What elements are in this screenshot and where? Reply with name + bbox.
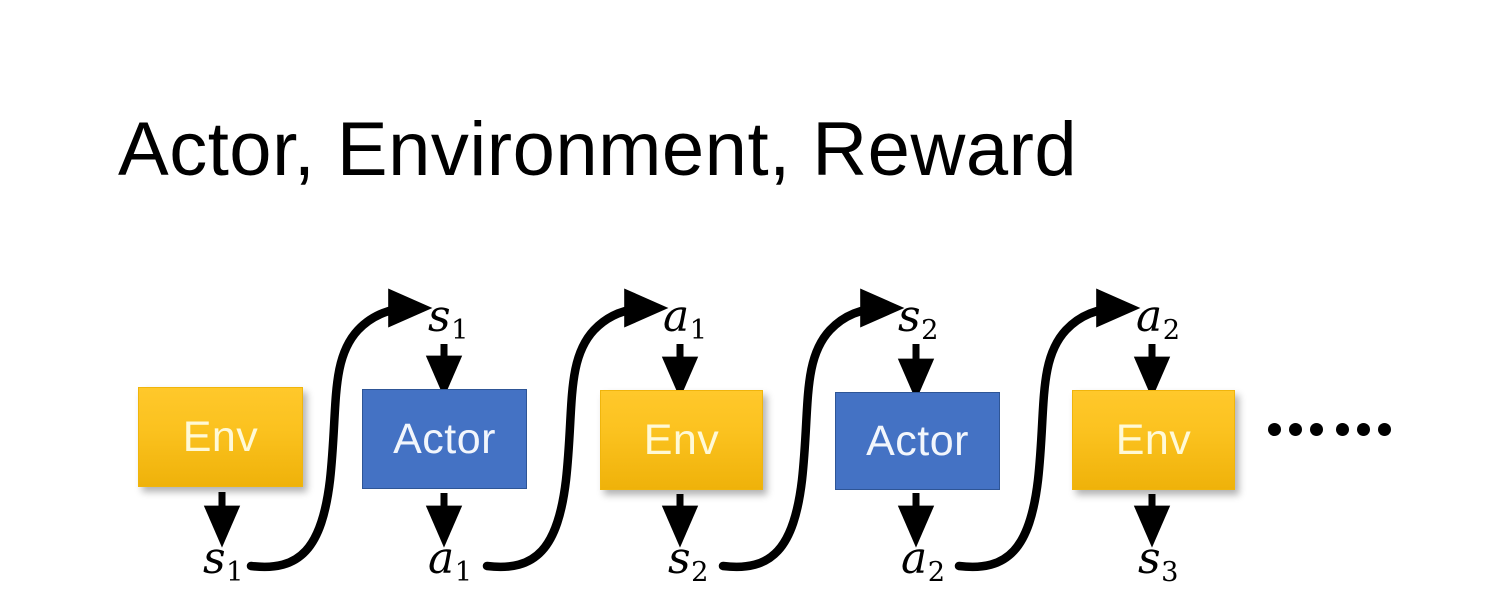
env-box-2[interactable]: Env <box>600 390 763 490</box>
env-box-1[interactable]: Env <box>138 387 303 487</box>
actor-box-2-label: Actor <box>866 416 969 465</box>
label-state-s2-bottom: s2 <box>668 533 709 589</box>
label-state-s1-bottom: s1 <box>203 533 244 589</box>
page-title: Actor, Environment, Reward <box>118 107 1078 192</box>
label-state-s1-top: s1 <box>428 291 469 347</box>
env-box-2-label: Env <box>643 415 720 464</box>
label-state-s2-top: s2 <box>898 291 939 347</box>
ellipsis-dot <box>1357 423 1370 436</box>
ellipsis-dot-group-2 <box>1336 423 1391 436</box>
ellipsis-dot-group-1 <box>1268 423 1323 436</box>
label-state-s3-bottom: s3 <box>1138 533 1179 589</box>
actor-box-2[interactable]: Actor <box>835 392 1000 490</box>
ellipsis-dot <box>1268 423 1281 436</box>
ellipsis-dot <box>1336 423 1349 436</box>
ellipsis-dot <box>1378 423 1391 436</box>
ellipsis-dot <box>1289 423 1302 436</box>
label-action-a2-top: a2 <box>1136 291 1181 347</box>
env-box-1-label: Env <box>182 412 259 461</box>
env-box-3[interactable]: Env <box>1072 390 1235 490</box>
env-box-3-label: Env <box>1115 415 1192 464</box>
continuation-ellipsis <box>1268 423 1391 436</box>
actor-box-1[interactable]: Actor <box>362 389 527 489</box>
label-action-a1-top: a1 <box>663 291 708 347</box>
label-action-a1-bottom: a1 <box>428 533 473 589</box>
label-action-a2-bottom: a2 <box>901 533 946 589</box>
ellipsis-dot <box>1310 423 1323 436</box>
actor-box-1-label: Actor <box>393 414 496 463</box>
